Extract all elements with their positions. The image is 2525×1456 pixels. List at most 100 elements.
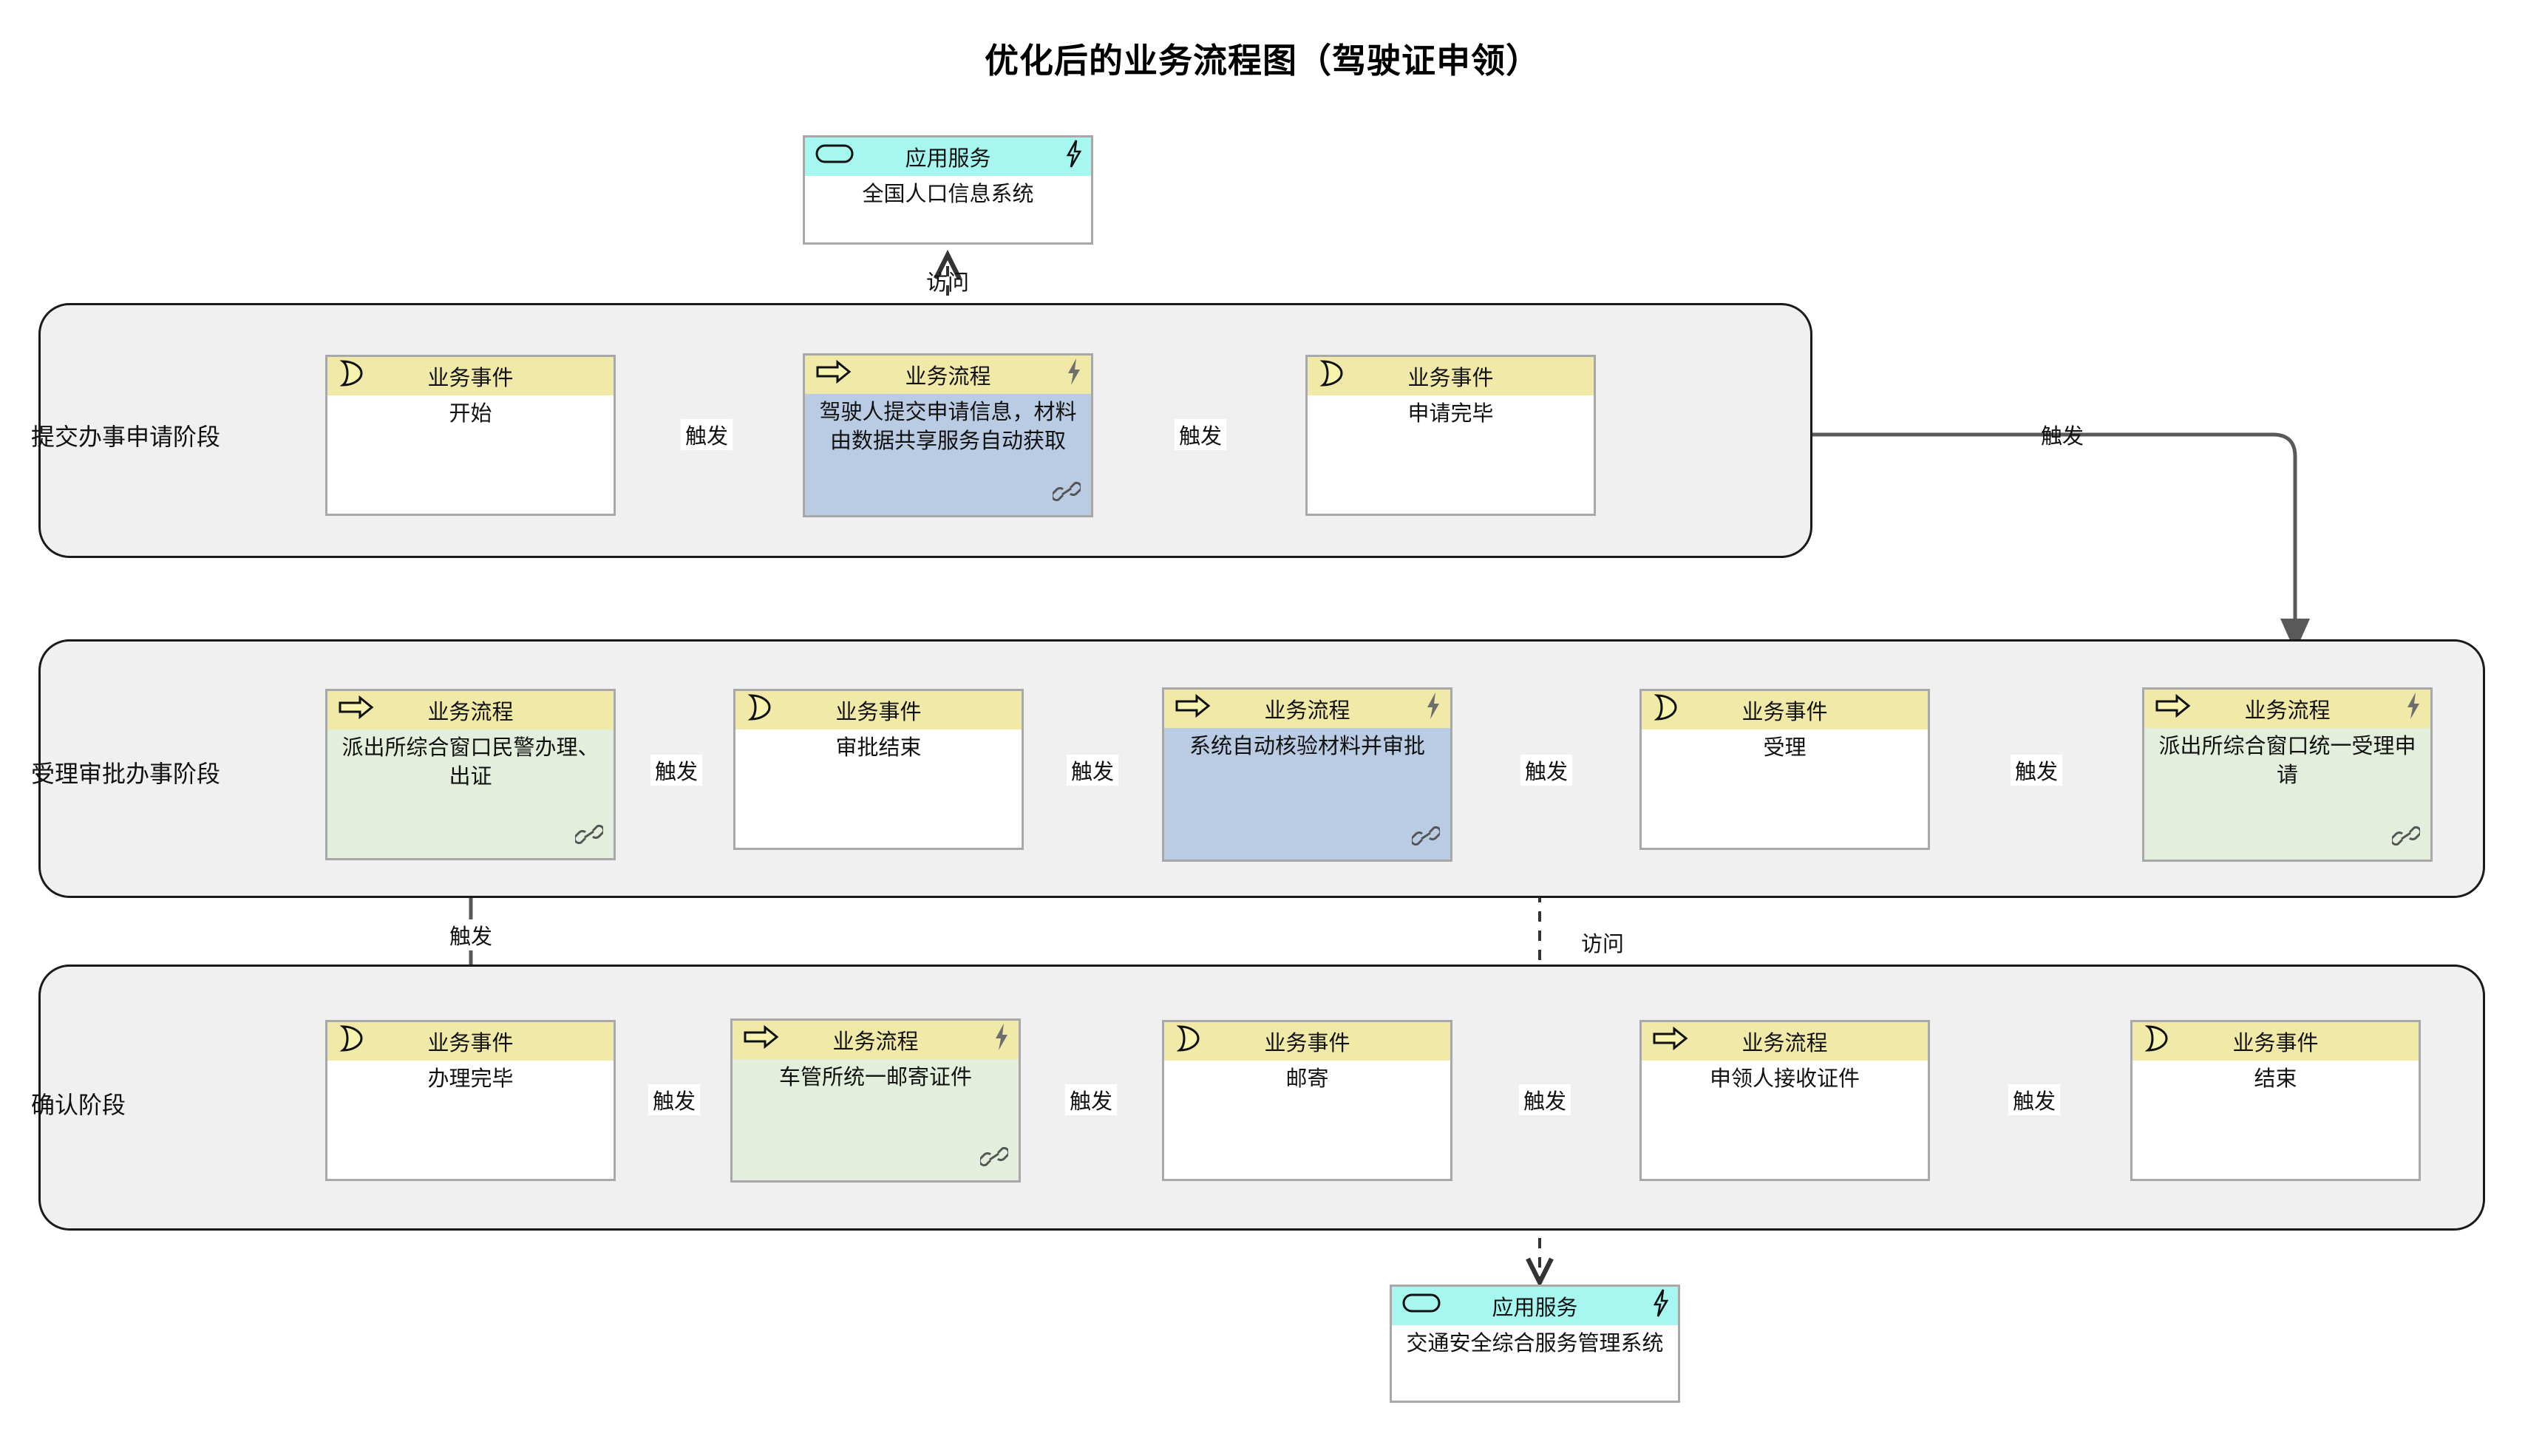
node-name: 全国人口信息系统 — [805, 176, 1091, 209]
node-unified-mail-cert[interactable]: 业务流程 车管所统一邮寄证件 — [730, 1018, 1021, 1183]
edge-label-trigger-6: 触发 — [1066, 755, 1119, 786]
node-end[interactable]: 业务事件 结束 — [2130, 1020, 2421, 1181]
application-service-rounded-icon — [815, 143, 854, 171]
node-header: 业务流程 — [1642, 1022, 1928, 1061]
edge-label-trigger-8: 触发 — [444, 919, 497, 950]
lightning-bolt-icon — [1651, 1288, 1671, 1324]
node-submit-application[interactable]: 业务流程 驾驶人提交申请信息，材料由数据共享服务自动获取 — [803, 353, 1093, 517]
app-service-node-population[interactable]: 应用服务 全国人口信息系统 — [803, 135, 1093, 245]
node-unified-acceptance[interactable]: 业务流程 派出所综合窗口统一受理申请 — [2142, 687, 2433, 862]
node-header: 业务流程 — [1164, 690, 1450, 728]
node-type-label: 业务流程 — [1741, 1032, 1828, 1055]
node-header: 业务事件 — [327, 357, 614, 395]
node-type-label: 业务流程 — [832, 1030, 919, 1054]
link-chain-icon — [1410, 823, 1442, 852]
link-chain-icon — [978, 1144, 1010, 1173]
node-auto-verify-approve[interactable]: 业务流程 系统自动核验材料并审批 — [1162, 687, 1452, 862]
node-type-label: 业务事件 — [427, 367, 514, 390]
node-type-label: 应用服务 — [1492, 1296, 1578, 1320]
node-header: 业务流程 — [327, 691, 614, 729]
page-title: 优化后的业务流程图（驾驶证申领） — [985, 41, 1540, 80]
business-event-icon — [1175, 1024, 1203, 1059]
node-accept[interactable]: 业务事件 受理 — [1639, 689, 1930, 850]
lightning-bolt-icon — [2404, 691, 2423, 727]
node-type-label: 业务流程 — [905, 365, 991, 389]
node-name: 派出所综合窗口民警办理、出证 — [327, 729, 614, 858]
application-service-rounded-icon — [1402, 1292, 1441, 1320]
node-type-label: 业务流程 — [1264, 699, 1350, 723]
node-type-label: 业务事件 — [2232, 1032, 2319, 1055]
business-event-icon — [1318, 358, 1346, 394]
node-approval-finished[interactable]: 业务事件 审批结束 — [733, 689, 1024, 850]
node-application-complete[interactable]: 业务事件 申请完毕 — [1305, 355, 1596, 516]
node-type-label: 应用服务 — [905, 147, 991, 171]
node-name: 系统自动核验材料并审批 — [1164, 728, 1450, 860]
node-type-label: 业务事件 — [835, 701, 922, 724]
business-event-icon — [338, 1024, 366, 1059]
node-name: 办理完毕 — [327, 1061, 614, 1094]
node-handling-complete[interactable]: 业务事件 办理完毕 — [325, 1020, 616, 1181]
edge-label-trigger-12: 触发 — [2008, 1084, 2061, 1115]
business-process-arrow-icon — [1175, 693, 1211, 724]
node-header: 业务事件 — [2133, 1022, 2419, 1061]
node-header: 业务流程 — [733, 1021, 1019, 1059]
node-start[interactable]: 业务事件 开始 — [325, 355, 616, 516]
business-process-arrow-icon — [338, 695, 375, 725]
node-name: 交通安全综合服务管理系统 — [1392, 1325, 1678, 1358]
link-chain-icon — [1050, 479, 1083, 508]
business-process-arrow-icon — [815, 359, 852, 389]
node-type-label: 业务事件 — [1741, 701, 1828, 724]
link-chain-icon — [573, 822, 605, 851]
node-header: 业务流程 — [2144, 690, 2430, 728]
node-header: 业务事件 — [1642, 691, 1928, 729]
node-mailing[interactable]: 业务事件 邮寄 — [1162, 1020, 1452, 1181]
phase-label-1: 提交办事申请阶段 — [31, 423, 221, 450]
node-header: 业务事件 — [1308, 357, 1594, 395]
node-name: 受理 — [1642, 729, 1928, 763]
business-process-arrow-icon — [1652, 1026, 1689, 1056]
node-name: 结束 — [2133, 1061, 2419, 1094]
lightning-bolt-icon — [992, 1022, 1011, 1058]
edge-label-trigger-9: 触发 — [648, 1084, 701, 1115]
node-header: 应用服务 — [1392, 1287, 1678, 1325]
node-name: 审批结束 — [735, 729, 1022, 763]
edge-label-trigger-11: 触发 — [1518, 1084, 1571, 1115]
business-process-arrow-icon — [2155, 693, 2192, 724]
node-type-label: 业务事件 — [1264, 1032, 1350, 1055]
node-name: 邮寄 — [1164, 1061, 1450, 1094]
node-applicant-receive-cert[interactable]: 业务流程 申领人接收证件 — [1639, 1020, 1930, 1181]
lightning-bolt-icon — [1064, 357, 1084, 392]
business-event-icon — [746, 693, 774, 728]
edge-label-access-1: 访问 — [925, 271, 970, 295]
node-header: 业务流程 — [805, 356, 1091, 394]
node-header: 业务事件 — [327, 1022, 614, 1061]
phase-label-2: 受理审批办事阶段 — [31, 761, 221, 787]
edge-label-trigger-2: 触发 — [1174, 419, 1227, 450]
node-name: 派出所综合窗口统一受理申请 — [2144, 728, 2430, 860]
business-event-icon — [1652, 693, 1680, 728]
link-chain-icon — [2390, 823, 2422, 852]
node-name: 车管所统一邮寄证件 — [733, 1059, 1019, 1180]
business-event-icon — [2143, 1024, 2171, 1059]
node-header: 业务事件 — [1164, 1022, 1450, 1061]
node-name: 申领人接收证件 — [1642, 1061, 1928, 1094]
edge-label-trigger-4: 触发 — [2010, 755, 2063, 786]
node-type-label: 业务事件 — [427, 1032, 514, 1055]
node-name: 开始 — [327, 395, 614, 429]
node-header: 应用服务 — [805, 137, 1091, 176]
edge-label-trigger-3: 触发 — [2040, 425, 2084, 449]
node-type-label: 业务流程 — [427, 701, 514, 724]
phase-label-3: 确认阶段 — [31, 1092, 126, 1118]
node-police-handle-issue[interactable]: 业务流程 派出所综合窗口民警办理、出证 — [325, 689, 616, 860]
node-type-label: 业务事件 — [1407, 367, 1494, 390]
edge-label-trigger-5: 触发 — [1520, 755, 1573, 786]
edge-label-trigger-1: 触发 — [680, 419, 733, 450]
node-header: 业务事件 — [735, 691, 1022, 729]
app-service-node-traffic[interactable]: 应用服务 交通安全综合服务管理系统 — [1390, 1285, 1680, 1403]
business-process-arrow-icon — [743, 1024, 780, 1055]
business-event-icon — [338, 358, 366, 394]
lightning-bolt-icon — [1064, 139, 1084, 174]
edge-label-access-2: 访问 — [1580, 933, 1625, 956]
lightning-bolt-icon — [1424, 691, 1443, 727]
